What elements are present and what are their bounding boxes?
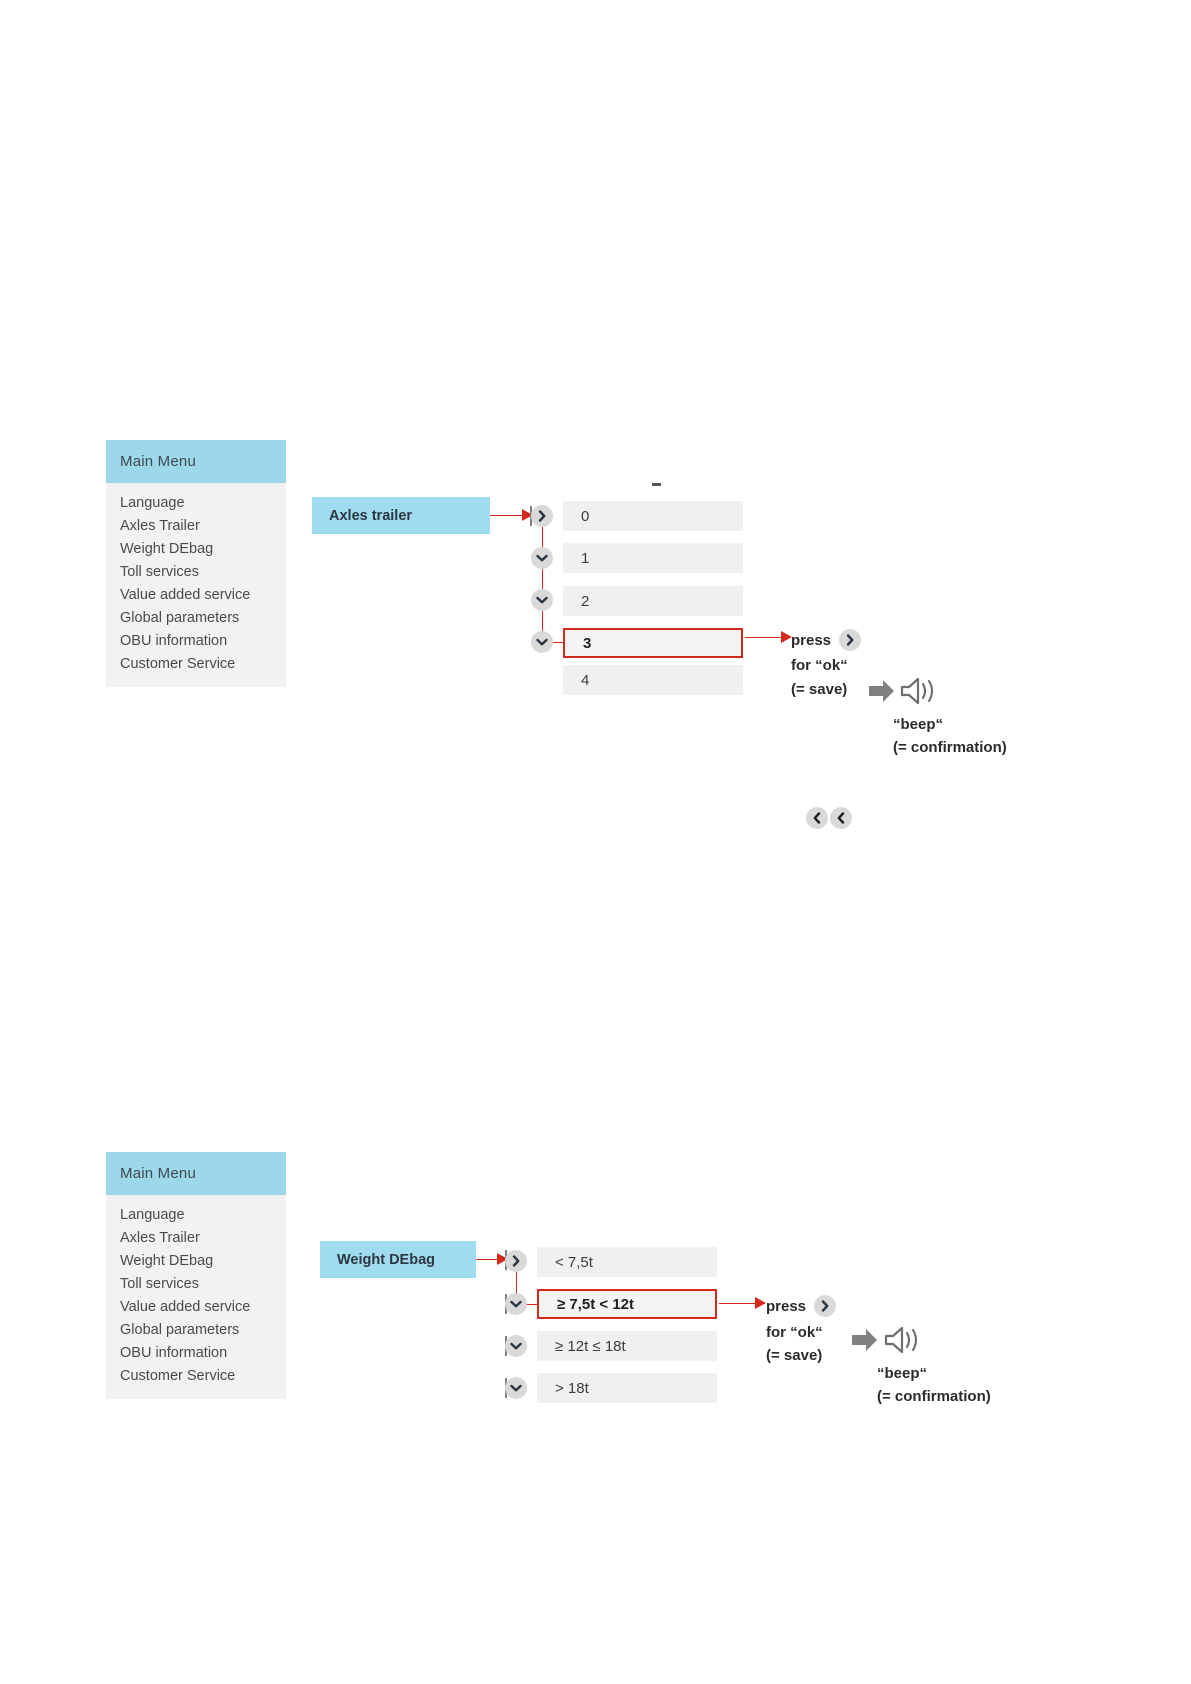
option-row[interactable]: 0: [563, 501, 743, 531]
connector-line-callout-1: [490, 515, 525, 517]
chevron-right-icon[interactable]: [531, 505, 553, 527]
option-row-selected[interactable]: 3: [563, 628, 743, 658]
sidebar-item-axles-trailer[interactable]: Axles Trailer: [120, 517, 200, 534]
sidebar-item-toll-services[interactable]: Toll services: [120, 1275, 199, 1292]
option-row[interactable]: 4: [563, 665, 743, 695]
sidebar-item-global-parameters[interactable]: Global parameters: [120, 1321, 240, 1338]
option-row[interactable]: ≥ 12t ≤ 18t: [537, 1331, 717, 1361]
confirmation-label-1: (= confirmation): [893, 739, 1007, 756]
chevron-down-icon[interactable]: [505, 1377, 527, 1399]
chevron-down-icon[interactable]: [531, 631, 553, 653]
connector-line-callout-2: [476, 1259, 508, 1261]
sidebar-item-weight-debag[interactable]: Weight DEbag: [120, 540, 214, 557]
speaker-sound-icon: [884, 1325, 922, 1355]
gray-arrow-right-icon: [851, 1327, 879, 1353]
sidebar-item-customer-service[interactable]: Customer Service: [120, 655, 236, 672]
connector-arrowhead-2: [497, 1253, 508, 1265]
connector-line-selected-1: [553, 642, 565, 644]
connector-vline-1: [542, 527, 544, 643]
sidebar-item-weight-debag[interactable]: Weight DEbag: [120, 1252, 214, 1269]
sidebar-item-axles-trailer[interactable]: Axles Trailer: [120, 1229, 200, 1246]
save-label-1: (= save): [791, 681, 848, 698]
main-menu-panel-1: Main Menu Language Axles Trailer Weight …: [106, 440, 286, 687]
sidebar-item-customer-service[interactable]: Customer Service: [120, 1367, 236, 1384]
dash-mark: [652, 483, 661, 486]
for-ok-label-1: for “ok“: [791, 657, 848, 674]
speaker-sound-icon: [900, 676, 938, 706]
connector-line-press-1: [745, 637, 787, 639]
connector-line-press-2: [719, 1303, 761, 1305]
sidebar-item-language[interactable]: Language: [120, 494, 185, 511]
connector-vline-2: [516, 1272, 518, 1304]
chevron-left-icon[interactable]: [806, 807, 828, 829]
option-row-selected[interactable]: ≥ 7,5t < 12t: [537, 1289, 717, 1319]
beep-label-2: “beep“: [877, 1365, 928, 1382]
connector-arrowhead-press-2: [755, 1297, 766, 1309]
connector-line-selected-2: [527, 1304, 539, 1306]
chevron-left-icon[interactable]: [830, 807, 852, 829]
press-annotation-2: press: [766, 1295, 837, 1317]
chevron-right-icon[interactable]: [839, 629, 862, 651]
option-row[interactable]: < 7,5t: [537, 1247, 717, 1277]
callout-weight-debag: Weight DEbag: [320, 1241, 476, 1278]
chevron-down-icon[interactable]: [531, 547, 553, 569]
sidebar-item-global-parameters[interactable]: Global parameters: [120, 609, 240, 626]
chevron-down-icon[interactable]: [505, 1293, 527, 1315]
connector-arrowhead-press-1: [781, 631, 792, 643]
sidebar-item-toll-services[interactable]: Toll services: [120, 563, 199, 580]
gray-arrow-right-icon: [868, 678, 896, 704]
sidebar-item-value-added-service[interactable]: Value added service: [120, 586, 251, 603]
option-row[interactable]: > 18t: [537, 1373, 717, 1403]
option-row[interactable]: 1: [563, 543, 743, 573]
press-label: press: [766, 1297, 807, 1315]
beep-label-1: “beep“: [893, 716, 944, 733]
sidebar-item-obu-information[interactable]: OBU information: [120, 1344, 228, 1361]
save-label-2: (= save): [766, 1347, 823, 1364]
sidebar-item-obu-information[interactable]: OBU information: [120, 632, 228, 649]
chevron-right-icon[interactable]: [505, 1250, 527, 1272]
press-annotation-1: press: [791, 629, 862, 651]
main-menu-list-2: Language Axles Trailer Weight DEbag Toll…: [106, 1195, 286, 1399]
sidebar-item-language[interactable]: Language: [120, 1206, 185, 1223]
callout-axles-trailer: Axles trailer: [312, 497, 490, 534]
main-menu-list-1: Language Axles Trailer Weight DEbag Toll…: [106, 483, 286, 687]
main-menu-title-1: Main Menu: [106, 440, 286, 483]
main-menu-title-2: Main Menu: [106, 1152, 286, 1195]
chevron-right-icon[interactable]: [814, 1295, 837, 1317]
main-menu-panel-2: Main Menu Language Axles Trailer Weight …: [106, 1152, 286, 1399]
connector-arrowhead-1: [522, 509, 533, 521]
chevron-tick-1: [530, 506, 532, 526]
for-ok-label-2: for “ok“: [766, 1324, 823, 1341]
confirmation-label-2: (= confirmation): [877, 1388, 991, 1405]
option-row[interactable]: 2: [563, 586, 743, 616]
chevron-down-icon[interactable]: [505, 1335, 527, 1357]
press-label: press: [791, 631, 832, 649]
sidebar-item-value-added-service[interactable]: Value added service: [120, 1298, 251, 1315]
chevron-down-icon[interactable]: [531, 589, 553, 611]
